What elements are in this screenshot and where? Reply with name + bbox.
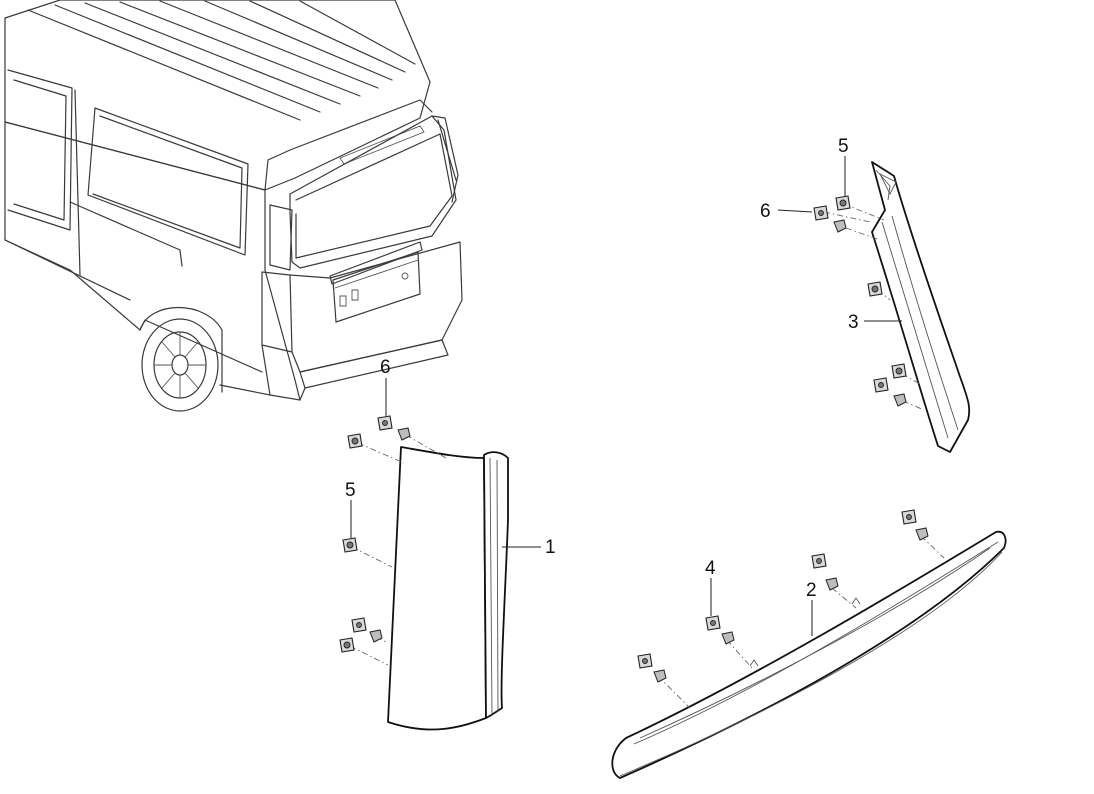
screw-icon bbox=[915, 527, 929, 541]
clip-icon bbox=[811, 553, 827, 569]
screw-icon bbox=[397, 427, 411, 441]
clips-and-fasteners bbox=[339, 195, 929, 683]
clip-icon bbox=[705, 615, 721, 631]
screw-icon bbox=[833, 219, 847, 233]
clip-icon bbox=[377, 415, 393, 431]
clip-icon bbox=[351, 617, 367, 633]
callout-5-left: 5 bbox=[345, 480, 356, 501]
rear-pillar-garnish-right bbox=[871, 161, 971, 453]
clip-icon bbox=[901, 509, 917, 525]
clip-icon bbox=[339, 637, 355, 653]
screw-icon bbox=[721, 631, 735, 645]
callout-6-top: 6 bbox=[760, 201, 771, 222]
callout-1: 1 bbox=[545, 537, 556, 558]
screw-icon bbox=[369, 629, 383, 643]
tailgate-lower-garnish bbox=[611, 530, 1007, 779]
callout-5-top: 5 bbox=[838, 136, 849, 157]
callout-2: 2 bbox=[806, 580, 817, 601]
screw-icon bbox=[825, 577, 839, 591]
screw-icon bbox=[653, 669, 667, 683]
callout-6-left: 6 bbox=[380, 357, 391, 378]
callout-3: 3 bbox=[848, 312, 859, 333]
clip-icon bbox=[835, 195, 851, 211]
clip-icon bbox=[867, 281, 883, 297]
clip-icon bbox=[813, 205, 829, 221]
callout-labels: 6 5 1 5 6 3 4 2 bbox=[345, 136, 859, 601]
clip-icon bbox=[637, 653, 653, 669]
clip-icon bbox=[342, 537, 358, 553]
clip-icon bbox=[873, 377, 889, 393]
rear-pillar-garnish-left bbox=[387, 446, 509, 731]
screw-icon bbox=[893, 393, 907, 407]
leader-lines bbox=[350, 156, 902, 636]
clip-icon bbox=[891, 363, 907, 379]
callout-4: 4 bbox=[705, 558, 716, 579]
clip-icon bbox=[347, 433, 363, 449]
van-rear-illustration bbox=[4, 0, 463, 412]
